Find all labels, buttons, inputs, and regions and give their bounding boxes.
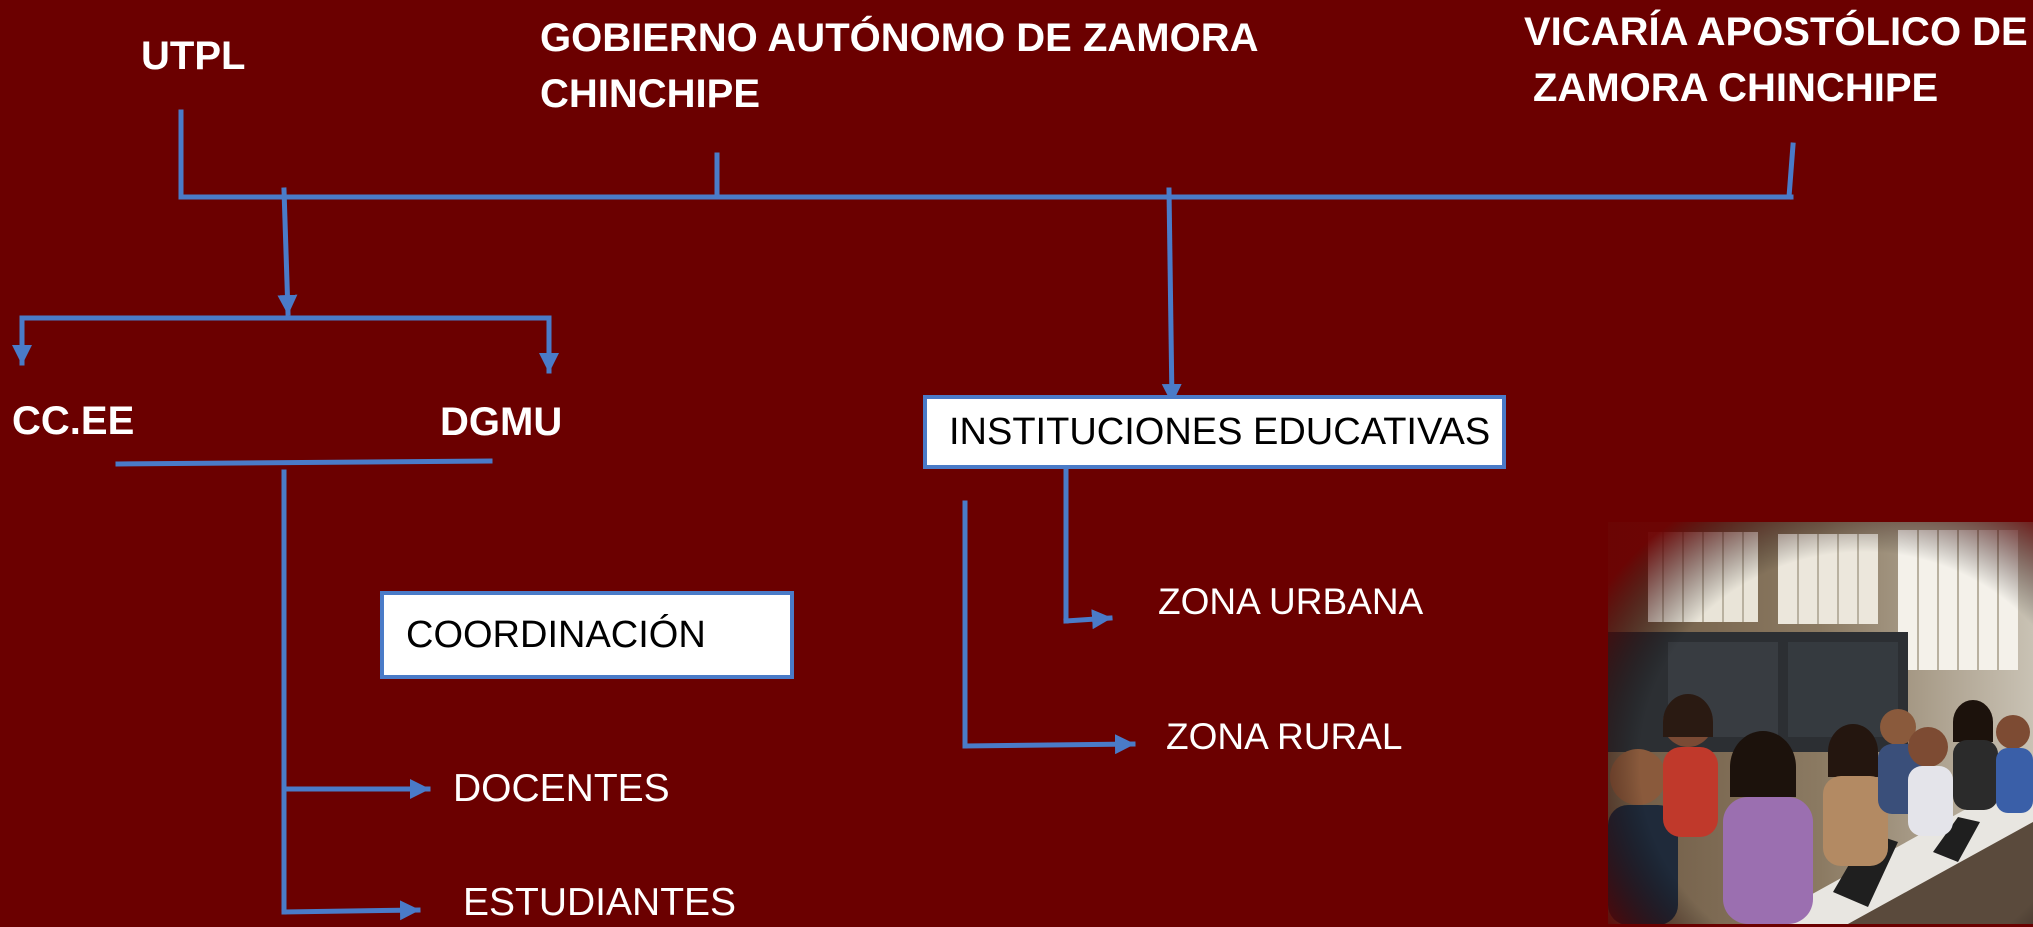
utpl-label: UTPL — [141, 34, 246, 78]
meeting-photo — [1608, 522, 2033, 924]
vicaria-label-line1: VICARÍA APOSTÓLICO DE — [1524, 10, 2028, 54]
ccee-dgmu-underline — [115, 458, 493, 467]
zona-rural-label: ZONA RURAL — [1166, 716, 1403, 757]
left-branch-arrow — [277, 187, 298, 316]
urbana-arrow — [1063, 609, 1113, 630]
vicaria-drop-line — [1786, 142, 1796, 200]
meeting-photo-icon — [1608, 522, 2033, 924]
instituciones-arrow — [1161, 187, 1182, 405]
vicaria-label-line2: ZAMORA CHINCHIPE — [1533, 66, 1939, 110]
ccee-label: CC.EE — [12, 399, 135, 443]
zona-urbana-label: ZONA URBANA — [1158, 581, 1424, 622]
instituciones-box: INSTITUCIONES EDUCATIVAS — [923, 395, 1506, 469]
coordinacion-box: COORDINACIÓN — [380, 591, 794, 679]
coordinacion-label: COORDINACIÓN — [406, 613, 706, 656]
rural-arrow — [962, 734, 1136, 755]
docentes-label: DOCENTES — [453, 767, 670, 810]
gobierno-label-line2: CHINCHIPE — [540, 72, 761, 116]
dgmu-label: DGMU — [440, 400, 563, 444]
gobierno-label-line1: GOBIERNO AUTÓNOMO DE ZAMORA — [540, 16, 1259, 60]
estudiantes-arrow — [281, 900, 421, 921]
estudiantes-label: ESTUDIANTES — [463, 881, 737, 924]
instituciones-label: INSTITUCIONES EDUCATIVAS — [949, 410, 1491, 453]
